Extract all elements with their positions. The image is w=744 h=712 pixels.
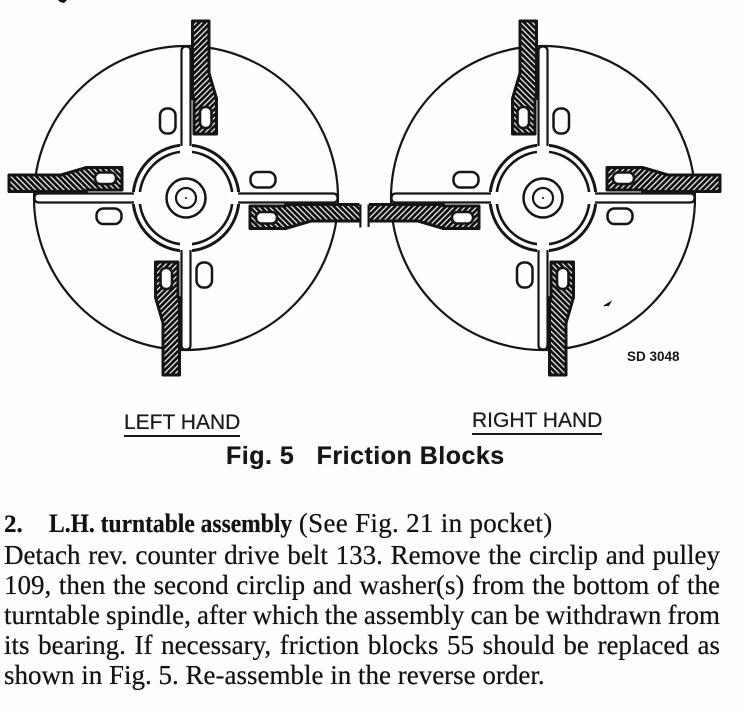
svg-text:SD 3048: SD 3048 [627, 349, 680, 364]
